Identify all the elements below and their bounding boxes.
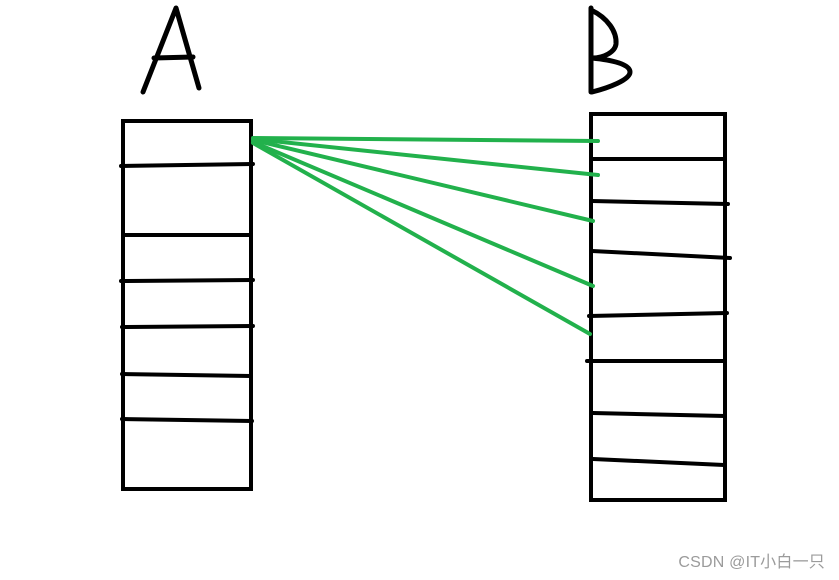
table-b-label [588, 5, 633, 95]
table-a-row-divider [120, 417, 254, 423]
table-b [585, 112, 732, 502]
connector-line [251, 140, 595, 288]
table-b-row-divider [591, 457, 726, 467]
connectors [251, 136, 600, 336]
table-a-row-divider [119, 162, 255, 168]
connector-line [251, 138, 595, 223]
table-b-row-divider [591, 411, 727, 418]
table-b-frame [589, 112, 727, 502]
table-a-row-divider [120, 324, 255, 329]
table-b-row-divider [590, 199, 730, 206]
table-a-row-divider [120, 372, 253, 378]
watermark: CSDN @IT小白一只 [678, 554, 825, 571]
table-b-row-divider [590, 249, 732, 260]
table-a [119, 119, 255, 491]
table-b-row-divider [587, 311, 729, 318]
table-a-frame [121, 119, 253, 491]
connector-line [251, 141, 592, 336]
connector-line [251, 136, 600, 143]
table-a-row-divider [119, 278, 255, 283]
table-a-label [140, 5, 202, 95]
connector-line [251, 137, 600, 177]
